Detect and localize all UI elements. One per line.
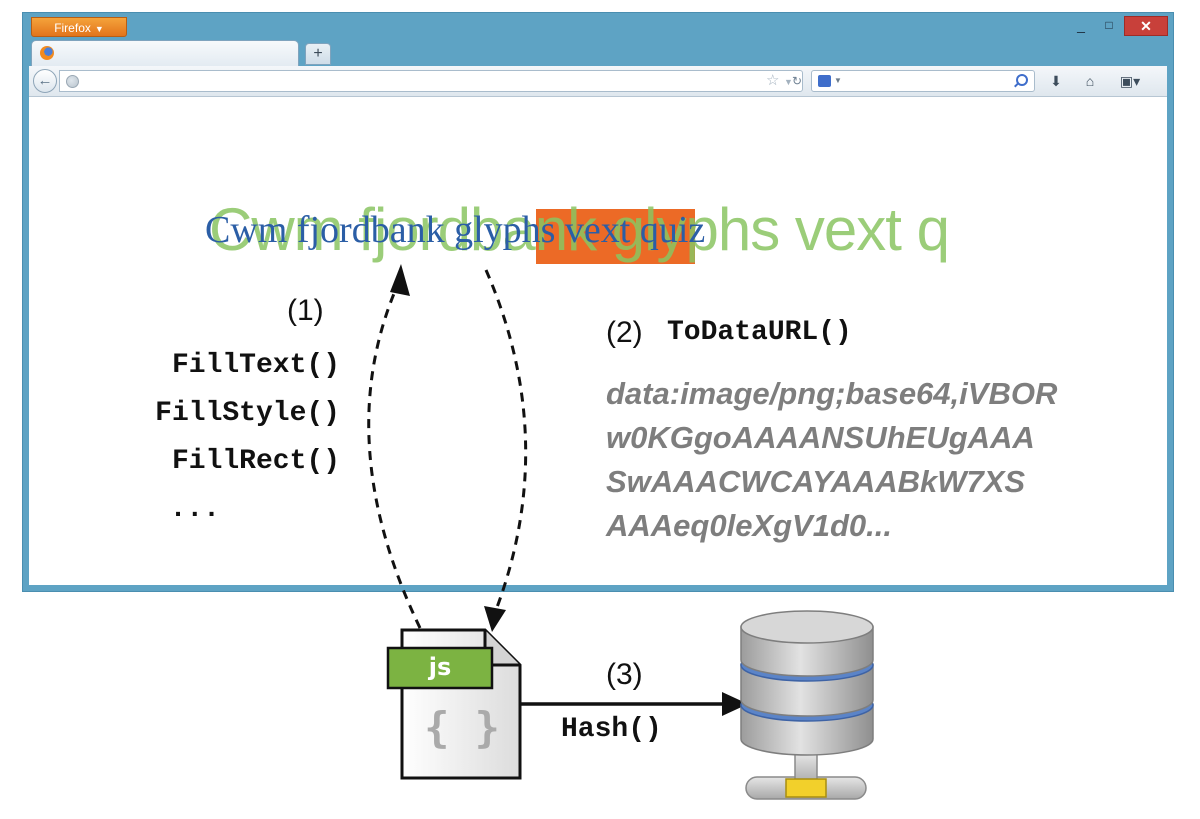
- firefox-menu-button[interactable]: Firefox▼: [31, 17, 127, 37]
- close-button[interactable]: ✕: [1124, 16, 1168, 36]
- url-bar[interactable]: ☆ ▼ ↻: [59, 70, 803, 92]
- fill-text-call: FillText(): [171, 350, 340, 381]
- magnifier-icon[interactable]: [1016, 74, 1028, 86]
- back-arrow-icon[interactable]: ←: [33, 69, 57, 93]
- firefox-favicon-icon: [40, 46, 54, 60]
- step1-number: (1): [287, 294, 324, 327]
- js-file-icon: js { }: [386, 628, 522, 780]
- draw-arrow: [367, 283, 422, 629]
- hash-call: Hash(): [561, 714, 662, 745]
- extract-arrowhead: [484, 606, 506, 632]
- fill-rect-call: FillRect(): [171, 446, 340, 477]
- canvas-blue-text: Cwm fjordbank glyphs vext quiz: [205, 209, 706, 251]
- extract-arrow: [484, 269, 528, 611]
- data-url-line: data:image/png;base64,iVBOR: [606, 376, 1058, 411]
- new-tab-button[interactable]: +: [305, 43, 331, 65]
- chevron-down-icon: ▼: [94, 24, 104, 34]
- reload-icon[interactable]: ↻: [792, 74, 803, 88]
- ellipsis: ...: [169, 494, 220, 525]
- maximize-button[interactable]: □: [1105, 18, 1113, 32]
- minimize-button[interactable]: _: [1077, 17, 1085, 33]
- data-url-line: SwAAACWCAYAAABkW7XS: [606, 464, 1026, 499]
- chevron-down-icon: ▼: [834, 76, 842, 85]
- navigation-toolbar: ← ☆ ▼ ↻ ▼ ⬇ ⌂ ▣▾: [29, 66, 1167, 97]
- to-data-url-call: ToDataURL(): [667, 317, 852, 348]
- orange-fill-rect: [536, 209, 695, 264]
- hash-arrowhead: [722, 692, 748, 716]
- download-icon[interactable]: ⬇: [1050, 73, 1062, 89]
- data-url-line: w0KGgoAAAANSUhEUgAAA: [606, 420, 1035, 455]
- browser-tab[interactable]: [31, 40, 299, 66]
- data-url-line: AAAeq0leXgV1d0...: [606, 508, 892, 543]
- bookmarks-menu-icon[interactable]: ▣▾: [1119, 73, 1141, 89]
- code-braces: { }: [424, 703, 500, 752]
- database-icon: [740, 610, 874, 800]
- fill-style-call: FillStyle(): [155, 398, 340, 429]
- js-badge: js: [428, 653, 452, 681]
- home-icon[interactable]: ⌂: [1085, 73, 1095, 89]
- canvas-green-text: Cwm fjordbank glyphs vext q: [209, 196, 950, 263]
- draw-arrowhead: [390, 264, 410, 296]
- dropdown-icon[interactable]: ▼: [784, 77, 793, 87]
- firefox-menu-label: Firefox: [54, 21, 91, 35]
- page-content: Cwm fjordbank glyphs vext q Cwm fjordban…: [29, 97, 1167, 585]
- globe-icon: [66, 75, 79, 88]
- data-url-output: data:image/png;base64,iVBOR w0KGgoAAAANS…: [606, 372, 1057, 548]
- browser-window: Firefox▼ _ □ ✕ + ← ☆ ▼ ↻ ▼ ⬇ ⌂ ▣▾: [22, 12, 1174, 592]
- step2-number: (2): [606, 316, 643, 349]
- bookmark-star-icon[interactable]: ☆: [766, 72, 780, 89]
- search-bar[interactable]: ▼: [811, 70, 1035, 92]
- step3-number: (3): [606, 658, 643, 691]
- search-engine-icon[interactable]: [818, 75, 831, 87]
